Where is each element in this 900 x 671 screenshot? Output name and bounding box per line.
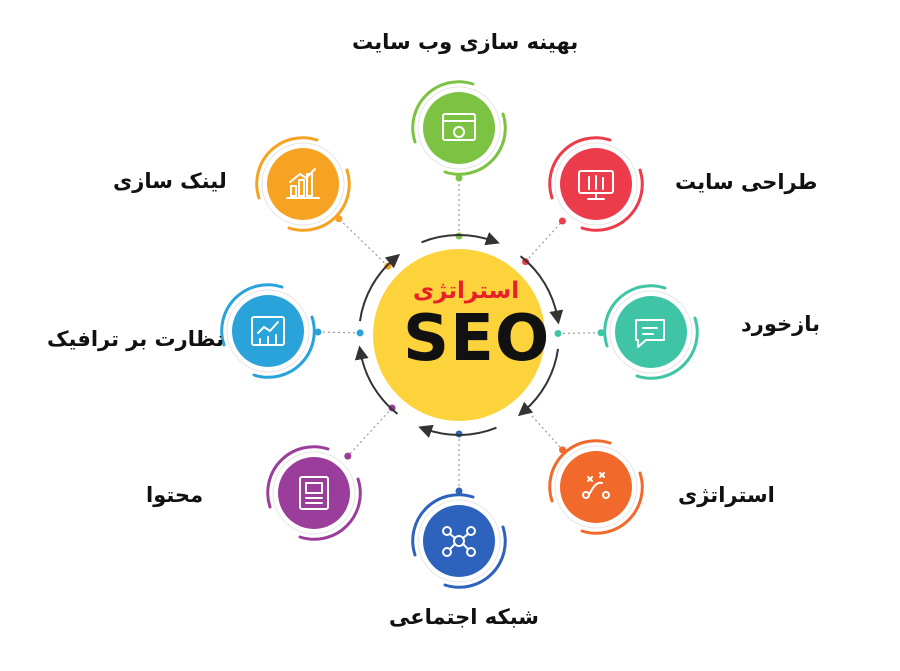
traffic-analytics-icon	[251, 316, 285, 346]
ring-arc2-design	[580, 168, 644, 232]
connector-traffic	[317, 331, 361, 334]
ring-arrow-3	[418, 424, 497, 438]
node-linkbuilding	[255, 136, 351, 232]
disc-social	[423, 505, 495, 577]
node-feedback	[603, 284, 699, 380]
connector-dot-outer-content	[344, 452, 352, 460]
disc-feedback	[615, 296, 687, 368]
node-traffic	[220, 283, 316, 379]
center-subtitle: استراتژی	[413, 278, 520, 304]
ring-arrow-1	[519, 255, 564, 325]
ring-arc-traffic	[220, 283, 284, 347]
center-arrow-ring	[354, 232, 564, 438]
nodes-layer	[220, 80, 699, 589]
ring-arrow-4	[354, 345, 399, 415]
webpage-gear-icon	[442, 113, 476, 141]
content-layout-icon	[299, 476, 329, 510]
connector-design	[525, 220, 563, 263]
ring-arc-social	[411, 493, 475, 557]
label-traffic: نظارت بر ترافیک	[47, 327, 224, 351]
connector-dot-outer-traffic	[314, 328, 322, 336]
connector-dot-inner-traffic	[356, 329, 364, 337]
ring-arc2-social	[443, 525, 507, 589]
connector-dot-outer-design	[558, 217, 566, 225]
connector-strategy	[524, 408, 563, 451]
bar-chart-icon	[286, 168, 320, 199]
label-design: طراحی سایت	[675, 170, 818, 194]
ring-arc2-traffic	[252, 315, 316, 379]
feedback-chat-icon	[635, 319, 665, 348]
connector-feedback	[557, 332, 602, 335]
ring-arc-design	[548, 136, 612, 200]
label-linkbuilding: لینک سازی	[113, 169, 227, 193]
ring-arrow-5	[358, 253, 401, 322]
center-circle	[373, 249, 545, 421]
node-social	[411, 493, 507, 589]
label-optimization: بهینه سازی وب سایت	[352, 30, 579, 54]
strategy-play-icon	[582, 472, 610, 499]
connector-linkbuilding	[338, 218, 389, 267]
disc-traffic	[232, 295, 304, 367]
node-content	[266, 445, 362, 541]
ring-arc2-feedback	[635, 316, 699, 380]
connector-dot-inner-feedback	[554, 329, 562, 337]
connector-dot-outer-optimization	[455, 174, 463, 182]
ring-arrow-2	[517, 348, 560, 417]
node-design	[548, 136, 644, 232]
label-content: محتوا	[146, 483, 204, 507]
label-strategy: استراتژی	[678, 483, 775, 507]
connector-dot-outer-social	[455, 487, 463, 495]
center-title: SEO	[403, 302, 551, 376]
ring-arc-strategy	[548, 439, 612, 503]
ring-arc-optimization	[411, 80, 475, 144]
ring-arc-linkbuilding	[255, 136, 319, 200]
node-optimization	[411, 80, 507, 176]
connector-dot-outer-feedback	[597, 329, 605, 337]
social-network-icon	[442, 526, 476, 557]
node-strategy	[548, 439, 644, 535]
connector-dot-inner-optimization	[455, 232, 463, 240]
ring-arc2-linkbuilding	[287, 168, 351, 232]
monitor-design-tools-icon	[578, 170, 614, 200]
ring-arc-feedback	[603, 284, 667, 348]
connector-content	[347, 407, 393, 457]
ring-arc2-optimization	[443, 112, 507, 176]
disc-strategy	[560, 451, 632, 523]
ring-arc-content	[266, 445, 330, 509]
ring-arrow-6	[421, 232, 500, 246]
label-feedback: بازخورد	[741, 312, 821, 336]
label-social: شبکه اجتماعی	[389, 605, 539, 629]
connector-dot-inner-social	[455, 430, 463, 438]
ring-arc2-strategy	[580, 471, 644, 535]
ring-arc2-content	[298, 477, 362, 541]
